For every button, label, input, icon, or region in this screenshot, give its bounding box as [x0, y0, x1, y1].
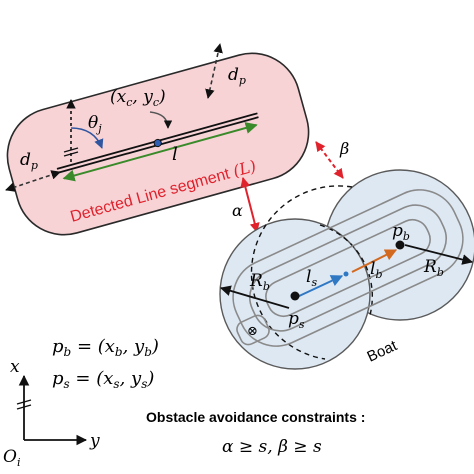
- pb-equation: pb = (xb, yb): [52, 336, 159, 359]
- lb-arrow: [351, 249, 398, 273]
- boat-motor-box: [236, 314, 270, 346]
- rb-right-label: Rb: [423, 257, 444, 279]
- axis-x-label: x: [10, 357, 20, 377]
- theta-tick-1: [63, 147, 79, 153]
- dp-top-label: dp: [228, 65, 246, 87]
- rb-left-label: Rb: [249, 271, 270, 293]
- lb-label: lb: [370, 259, 382, 281]
- boat-center-point: [343, 271, 349, 277]
- boat-overlap-arc-1: [250, 185, 353, 360]
- beta-arrow: [315, 141, 344, 179]
- obstacle-region: [6, 52, 310, 236]
- rb-right-arrow: [404, 244, 474, 265]
- theta-label: θj: [88, 113, 102, 135]
- dp-left-arrow: [5, 170, 61, 192]
- center-pointer: [149, 111, 173, 129]
- dp-left-label: dp: [20, 150, 38, 172]
- pb-label: pb: [392, 221, 410, 243]
- constraints-title: Obstacle avoidance constraints :: [146, 409, 365, 425]
- theta-tick-2: [63, 151, 79, 157]
- theta-arc: [70, 127, 104, 149]
- constraints-expr: α ≥ s, β ≥ s: [222, 437, 322, 457]
- boat-overlap-arc-2: [319, 224, 373, 316]
- axis-break-tick-1: [16, 399, 32, 405]
- boat-hull-mid: [249, 204, 447, 332]
- center-label: (xc, yc): [110, 87, 166, 109]
- ps-equation: ps = (xs, ys): [52, 368, 154, 391]
- boat-hull-inner: [265, 218, 431, 318]
- length-label: l: [172, 144, 178, 165]
- axis-break-tick-2: [16, 404, 32, 410]
- ps-point: [290, 291, 300, 301]
- origin-label: Oi: [3, 447, 20, 469]
- segment-center-point: [153, 138, 162, 148]
- ls-label: ls: [306, 267, 317, 289]
- beta-label: β: [339, 139, 349, 158]
- pb-point: [395, 240, 405, 250]
- ls-arrow: [296, 275, 344, 298]
- dp-top-arrow: [205, 43, 223, 99]
- rb-left-arrow: [219, 285, 290, 309]
- alpha-arrow: [240, 177, 260, 233]
- boat-group: ⊗ pb ps Rb Rb ls lb Boat: [219, 169, 474, 370]
- boat-hull-outer: [232, 189, 464, 347]
- ps-label: ps: [288, 309, 305, 331]
- axis-y-label: y: [89, 431, 100, 451]
- length-arrow: [62, 122, 258, 182]
- alpha-label: α: [232, 201, 243, 220]
- boat-motor-marker: ⊗: [247, 324, 258, 339]
- boat-label: Boat: [365, 337, 401, 366]
